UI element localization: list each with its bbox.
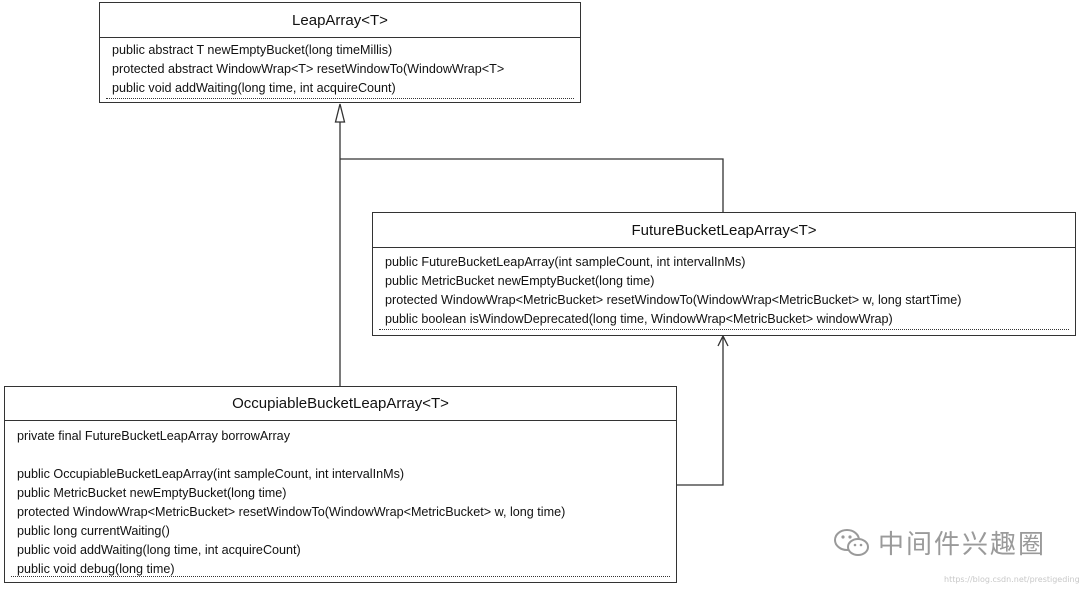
method-item: public OccupiableBucketLeapArray(int sam… <box>17 467 405 481</box>
watermark-text: 中间件兴趣圈 <box>878 530 1047 560</box>
method-item: public void addWaiting(long time, int ac… <box>112 81 396 95</box>
wechat-icon <box>834 528 869 556</box>
class-occupiable-bucket-leap-array: OccupiableBucketLeapArray<T> private fin… <box>4 386 677 583</box>
watermark: 中间件兴趣圈 <box>832 524 1046 561</box>
class-title: FutureBucketLeapArray<T> <box>373 213 1075 248</box>
dotted-divider <box>106 98 574 99</box>
generalization-arrowhead <box>334 103 346 123</box>
association-arrowhead <box>717 334 729 347</box>
dotted-divider <box>379 329 1069 330</box>
class-leap-array: LeapArray<T> public abstract T newEmptyB… <box>99 2 581 103</box>
field-item: private final FutureBucketLeapArray borr… <box>17 429 290 443</box>
method-item: protected abstract WindowWrap<T> resetWi… <box>112 62 505 76</box>
method-item: protected WindowWrap<MetricBucket> reset… <box>17 505 566 519</box>
class-members: private final FutureBucketLeapArray borr… <box>5 421 676 579</box>
class-members: public abstract T newEmptyBucket(long ti… <box>100 38 580 98</box>
method-item: public void addWaiting(long time, int ac… <box>17 543 301 557</box>
method-item: public MetricBucket newEmptyBucket(long … <box>17 486 287 500</box>
class-members: public FutureBucketLeapArray(int sampleC… <box>373 248 1075 329</box>
class-title: OccupiableBucketLeapArray<T> <box>5 387 676 421</box>
association-line <box>677 337 724 486</box>
method-item: public long currentWaiting() <box>17 524 170 538</box>
method-item: public MetricBucket newEmptyBucket(long … <box>385 274 655 288</box>
method-item: public abstract T newEmptyBucket(long ti… <box>112 43 393 57</box>
method-item: public boolean isWindowDeprecated(long t… <box>385 312 893 326</box>
dotted-divider <box>11 576 670 577</box>
generalization-line-future <box>340 158 724 212</box>
class-title: LeapArray<T> <box>100 3 580 38</box>
method-item: public FutureBucketLeapArray(int sampleC… <box>385 255 746 269</box>
class-future-bucket-leap-array: FutureBucketLeapArray<T> public FutureBu… <box>372 212 1076 336</box>
watermark-url: https://blog.csdn.net/prestigeding <box>944 575 1080 584</box>
method-item: public void debug(long time) <box>17 562 175 576</box>
method-item: protected WindowWrap<MetricBucket> reset… <box>385 293 962 307</box>
blank-line <box>17 446 666 465</box>
